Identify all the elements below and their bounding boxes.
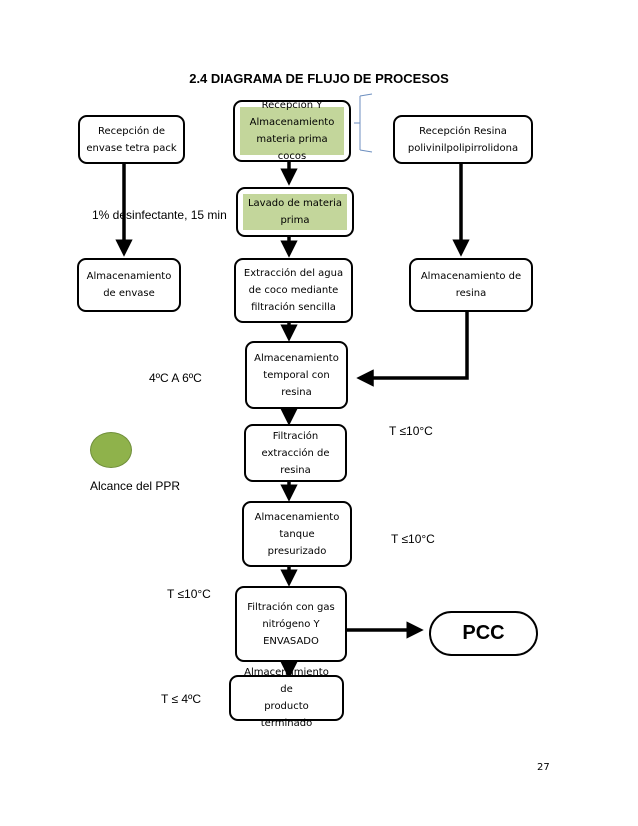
bracket	[354, 93, 373, 153]
box-recepcion-envase: Recepción de envase tetra pack	[78, 115, 185, 164]
pcc-node: PCC	[429, 611, 538, 656]
box-almacenamiento-envase: Almacenamiento de envase	[77, 258, 181, 312]
box-almacenamiento-tanque: Almacenamiento tanque presurizado	[242, 501, 352, 567]
legend-ppr-dot	[90, 432, 132, 468]
box-filtracion: Filtración extracción de resina	[244, 424, 347, 482]
legend-ppr-label: Alcance del PPR	[90, 479, 181, 493]
note-t-producto: T ≤ 4ºC	[161, 692, 202, 706]
note-t-gas: T ≤10°C	[167, 587, 211, 601]
pcc-label: PCC	[462, 622, 505, 644]
ppr-highlight	[243, 194, 347, 230]
note-desinfectante: 1% desinfectante, 15 min	[92, 208, 227, 222]
box-recepcion-materia-prima: Recepción Y Almacenamiento materia prima…	[233, 100, 351, 162]
diagram-title: 2.4 DIAGRAMA DE FLUJO DE PROCESOS	[189, 71, 449, 86]
box-almacenamiento-producto: Almacenamiento de producto terminado	[229, 667, 344, 729]
note-t-filtracion: T ≤10°C	[389, 424, 433, 438]
box-lavado: Lavado de materia prima	[236, 187, 354, 237]
box-almacenamiento-resina: Almacenamiento de resina	[409, 258, 533, 312]
box-extraccion: Extracción del agua de coco mediante fil…	[234, 258, 353, 323]
box-recepcion-resina: Recepción Resina polivinilpolipirrolidon…	[393, 115, 533, 164]
note-temp-4-6: 4ºC A 6ºC	[149, 371, 202, 385]
arrow-resina-temporal	[356, 311, 469, 387]
box-almacenamiento-temporal: Almacenamiento temporal con resina	[245, 341, 348, 409]
note-t-tanque: T ≤10°C	[391, 532, 435, 546]
ppr-highlight	[240, 107, 344, 155]
box-filtracion-gas: Filtración con gas nitrógeno Y ENVASADO	[235, 586, 347, 662]
page-number: 27	[537, 762, 550, 773]
